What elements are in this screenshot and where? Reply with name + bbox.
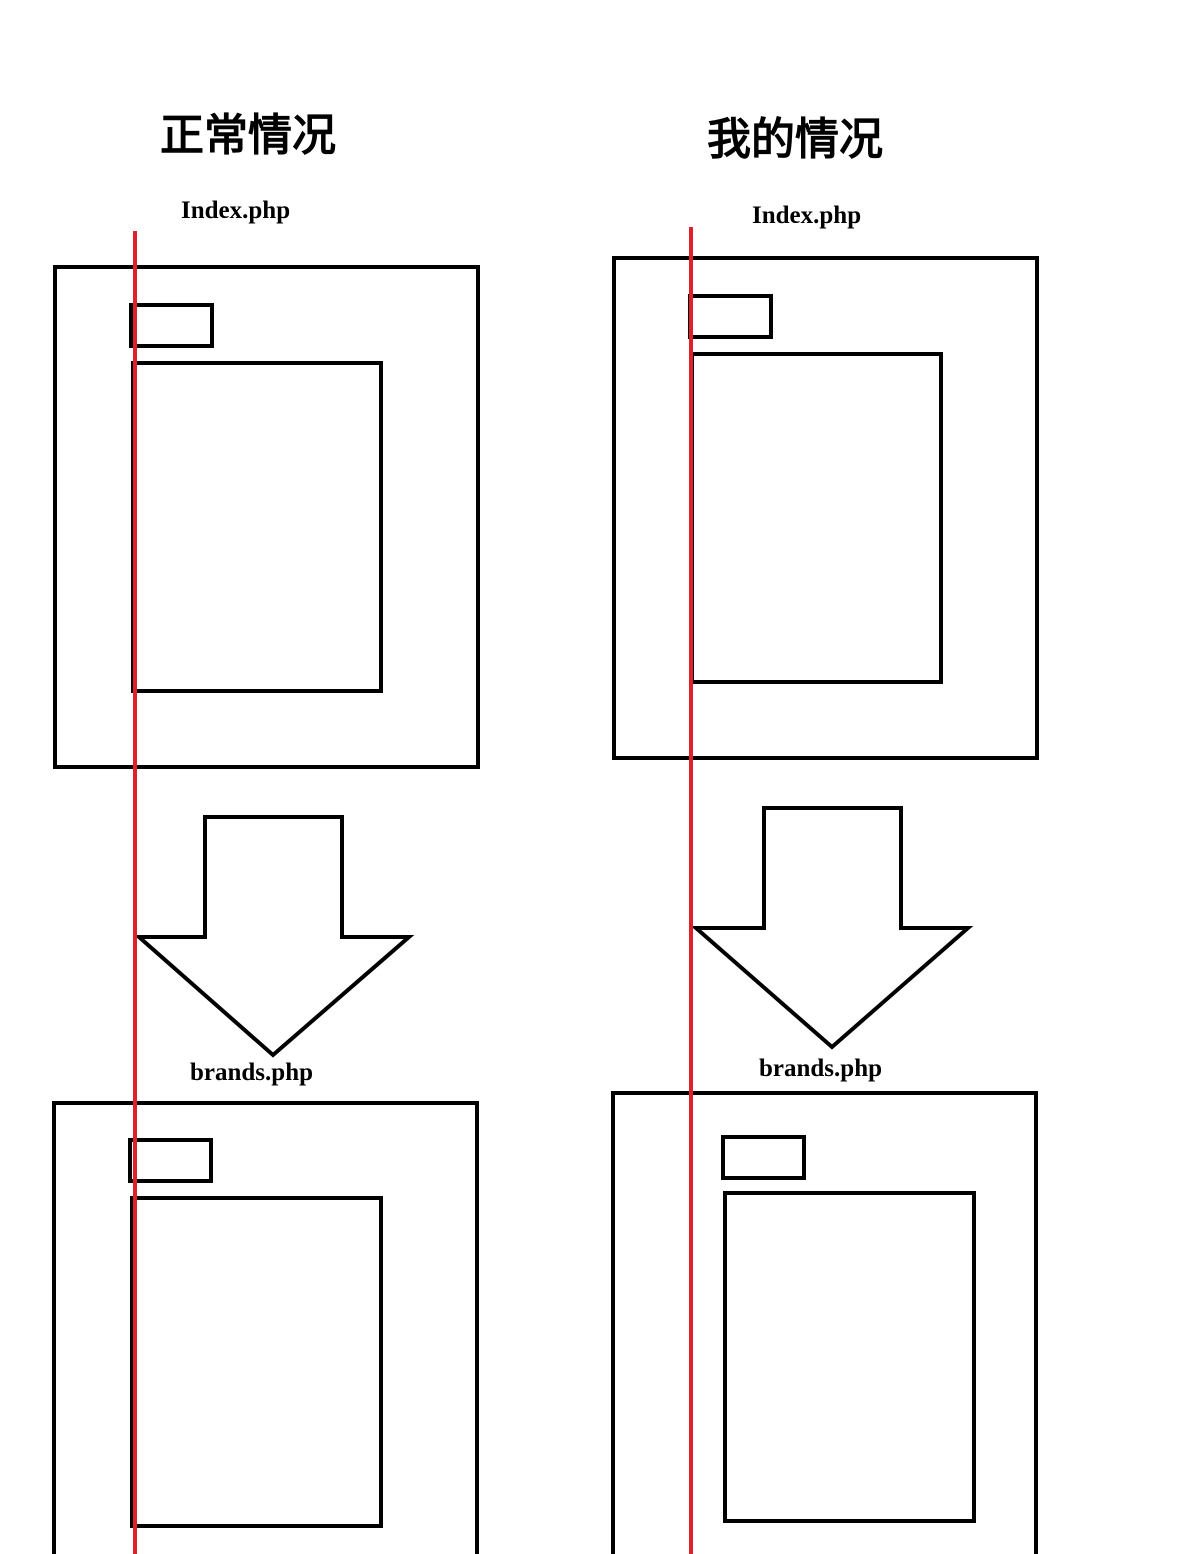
normal-brands-page [52, 1101, 479, 1554]
my-brands-content-box [723, 1191, 976, 1523]
normal-brands-content-box [130, 1196, 383, 1528]
normal-index-label: Index.php [181, 197, 290, 224]
normal-index-outer-frame [53, 265, 480, 769]
my-brands-small-box [721, 1135, 806, 1180]
normal-case-column: 正常情况 Index.php brands.php [52, 110, 480, 1554]
normal-brands-outer-frame [52, 1101, 479, 1554]
my-case-title: 我的情况 [707, 114, 883, 165]
my-case-column: 我的情况 Index.php brands.php [611, 114, 1039, 1554]
my-index-label: Index.php [752, 202, 861, 229]
normal-index-page [53, 265, 480, 769]
my-brands-outer-frame [611, 1091, 1038, 1554]
my-index-page [612, 256, 1039, 760]
my-brands-page [611, 1091, 1038, 1554]
normal-case-title: 正常情况 [160, 110, 336, 161]
normal-index-content-box [131, 361, 383, 693]
normal-brands-label: brands.php [190, 1059, 313, 1086]
my-index-content-box [690, 352, 943, 684]
my-down-arrow [690, 806, 974, 1050]
normal-down-arrow [133, 815, 415, 1058]
my-brands-label: brands.php [759, 1055, 882, 1082]
normal-brands-small-box [128, 1138, 213, 1183]
normal-index-small-box [129, 303, 214, 348]
my-index-outer-frame [612, 256, 1039, 760]
my-index-small-box [688, 294, 773, 339]
